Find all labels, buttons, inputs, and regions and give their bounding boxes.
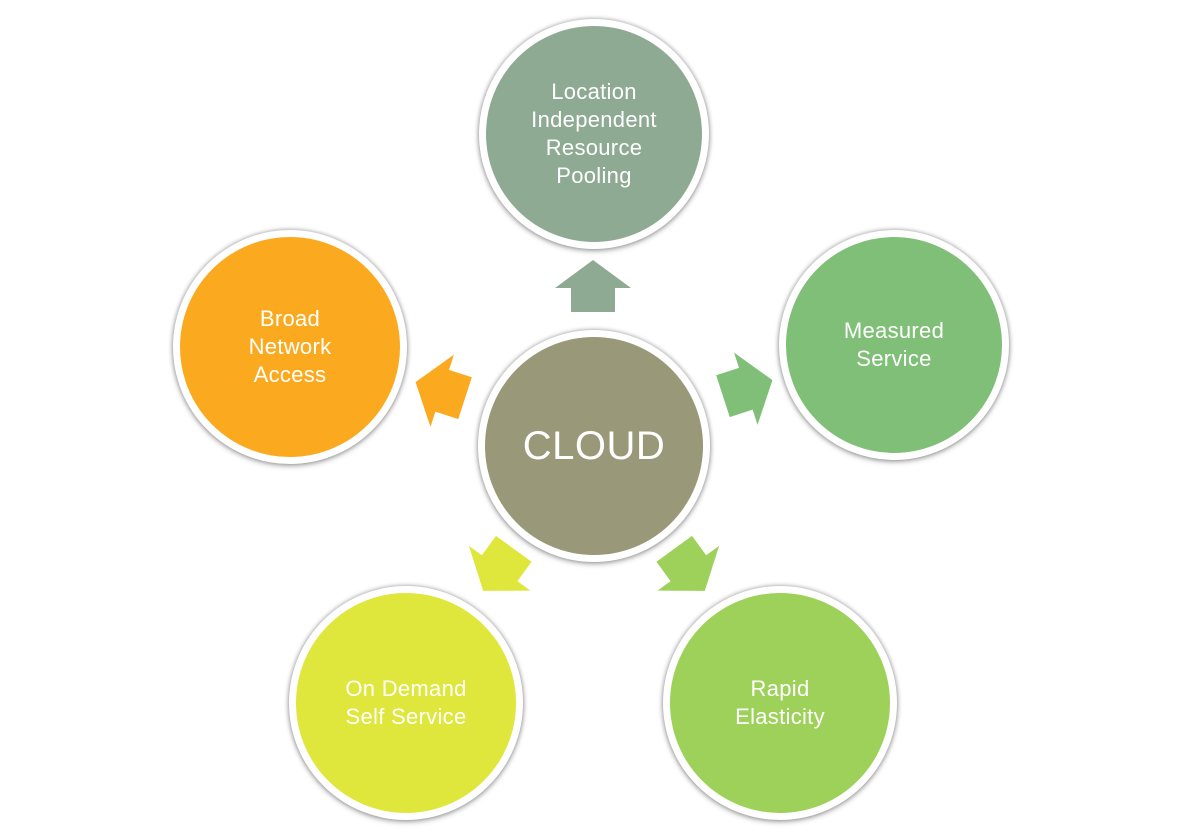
node-label: On Demand Self Service (345, 676, 467, 729)
node-measured-service: Measured Service (779, 230, 1009, 460)
node-cloud-center: CLOUD (478, 330, 710, 562)
center-label: CLOUD (522, 423, 666, 468)
arrow-to-right (716, 352, 773, 425)
node-rapid-elasticity: Rapid Elasticity (663, 586, 897, 820)
node-label: Rapid Elasticity (735, 676, 825, 729)
arrow-to-bottom-right (656, 535, 720, 591)
node-label: Measured Service (843, 318, 945, 371)
node-location-independent-resource-pooling: Location Independent Resource Pooling (479, 19, 709, 249)
arrow-to-left (415, 354, 472, 427)
node-broad-network-access: Broad Network Access (173, 230, 407, 464)
arrow-to-top (555, 260, 631, 312)
node-on-demand-self-service: On Demand Self Service (289, 586, 523, 820)
node-label: Broad Network Access (248, 306, 332, 387)
node-label: Location Independent Resource Pooling (531, 79, 657, 188)
arrow-to-bottom-left (468, 535, 532, 591)
